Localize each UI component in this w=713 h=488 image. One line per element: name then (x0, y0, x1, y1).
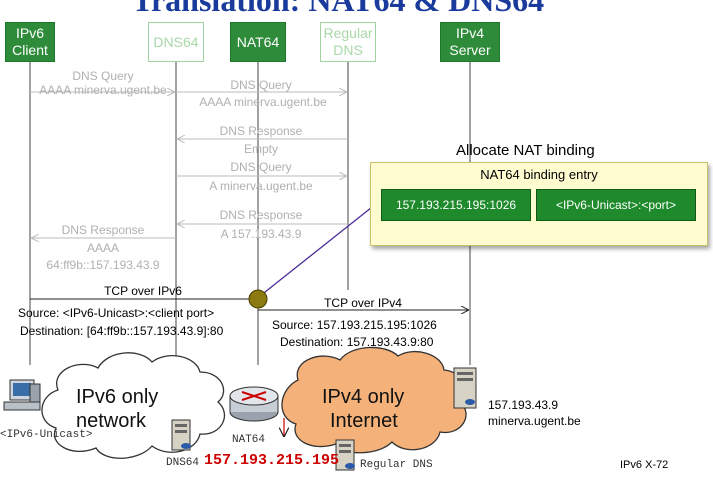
ipv6-cloud-label-line2: network (76, 410, 147, 432)
regular-dns-device-label: Regular DNS (360, 459, 433, 471)
label-tcp-ipv6: TCP over IPv6 (104, 284, 182, 298)
label-synthesized-address: 64:ff9b::157.193.43.9 (46, 258, 160, 272)
ipv4-cloud-label-line1: IPv4 only (322, 386, 405, 408)
label-tcp-ipv4-destination: Destination: 157.193.43.9:80 (280, 335, 434, 349)
nat64-device-label: NAT64 (232, 434, 266, 446)
slide-number: IPv6 X-72 (620, 459, 669, 471)
label-dns-query-3: DNS Query (230, 160, 292, 174)
nat-public-ip: 157.193.215.195 (204, 452, 340, 469)
label-dns-query-2: DNS Query (230, 78, 292, 92)
dns64-server-icon (171, 419, 191, 451)
entity-nat64: NAT64 (230, 22, 286, 62)
ipv4-cloud-label-line2: Internet (330, 410, 398, 432)
client-address-label: <IPv6-Unicast> (0, 429, 93, 441)
label-a-query: A minerva.ugent.be (209, 179, 313, 193)
label-dns-response-2: DNS Response (219, 208, 303, 222)
label-aaaa-2: AAAA minerva.ugent.be (199, 95, 327, 109)
server-ip-label: 157.193.43.9 (488, 398, 559, 412)
dns64-device-label: DNS64 (166, 457, 200, 469)
regular-dns-server-icon (335, 439, 355, 471)
arrow-allocate-binding (259, 194, 389, 297)
ipv6-cloud-label-line1: IPv6 only (76, 386, 159, 408)
ipv4-server-icon (453, 367, 477, 409)
label-aaaa-3: AAAA (86, 241, 119, 255)
label-tcp-ipv6-source: Source: <IPv6-Unicast>:<client port> (18, 306, 215, 320)
nat64-binding-panel: NAT64 binding entry 157.193.215.195:1026… (370, 162, 708, 246)
label-dns-response-1: DNS Response (219, 124, 303, 138)
entity-dns64: DNS64 (148, 22, 204, 62)
nat-binding-dot (248, 289, 268, 309)
client-computer-icon (3, 379, 41, 411)
slide-title: Translation: NAT64 & DNS64 (132, 0, 592, 14)
label-dns-query-1: DNS Query (72, 69, 134, 83)
server-name-label: minerva.ugent.be (488, 414, 581, 428)
nat64-router-icon (229, 386, 279, 422)
label-allocate-nat-binding: Allocate NAT binding (456, 142, 595, 159)
label-empty: Empty (243, 142, 278, 156)
label-dns-response-3: DNS Response (61, 223, 145, 237)
nat64-binding-title: NAT64 binding entry (480, 167, 598, 182)
binding-ipv4-cell: 157.193.215.195:1026 (381, 189, 531, 221)
binding-ipv6-cell: <IPv6-Unicast>:<port> (536, 189, 696, 221)
ipv4-cloud (281, 346, 467, 454)
label-a-answer: A 157.193.43.9 (220, 227, 302, 241)
label-tcp-ipv6-destination: Destination: [64:ff9b::157.193.43.9]:80 (20, 324, 224, 338)
label-tcp-ipv4-source: Source: 157.193.215.195:1026 (272, 318, 437, 332)
label-aaaa-1: AAAA minerva.ugent.be (39, 83, 167, 97)
label-tcp-ipv4: TCP over IPv4 (324, 296, 402, 310)
